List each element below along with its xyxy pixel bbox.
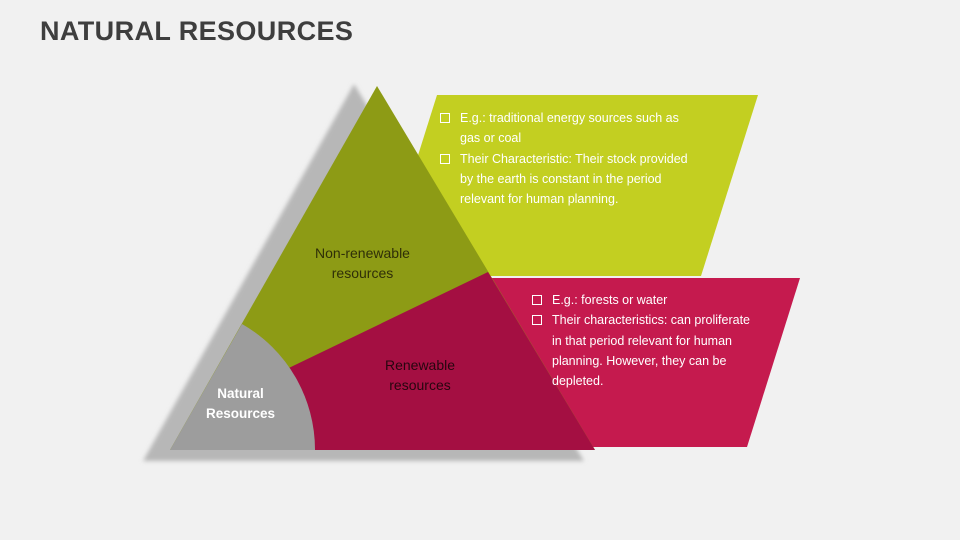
bullet-item: Their characteristics: can proliferate i… — [532, 310, 762, 391]
page-title: NATURAL RESOURCES — [40, 16, 354, 46]
label-natural-resources: Natural Resources — [205, 386, 276, 421]
callout-non-renewable-shape — [380, 95, 758, 276]
bullet-text: E.g.: forests or water — [552, 293, 668, 307]
square-bullet-icon — [532, 315, 542, 326]
pyramid-section-renewable — [240, 272, 595, 450]
square-bullet-icon — [440, 153, 450, 164]
bullet-text: Their characteristics: can proliferate i… — [552, 313, 750, 388]
callout-non-renewable-text: E.g.: traditional energy sources such as… — [440, 108, 702, 209]
label-non-renewable-resources: Non-renewable resources — [315, 245, 410, 281]
bullet-text: Their Characteristic: Their stock provid… — [460, 151, 688, 207]
pyramid-section-base — [170, 324, 316, 450]
square-bullet-icon — [532, 295, 542, 305]
bullet-item: E.g.: traditional energy sources such as… — [440, 108, 702, 149]
square-bullet-icon — [440, 113, 450, 123]
label-renewable-resources: Renewable resources — [384, 357, 456, 393]
bullet-item: Their Characteristic: Their stock provid… — [440, 149, 702, 210]
callout-renewable-text: E.g.: forests or water Their characteris… — [532, 290, 762, 391]
bullet-item: E.g.: forests or water — [532, 290, 762, 310]
bullet-text: E.g.: traditional energy sources such as… — [460, 111, 679, 146]
